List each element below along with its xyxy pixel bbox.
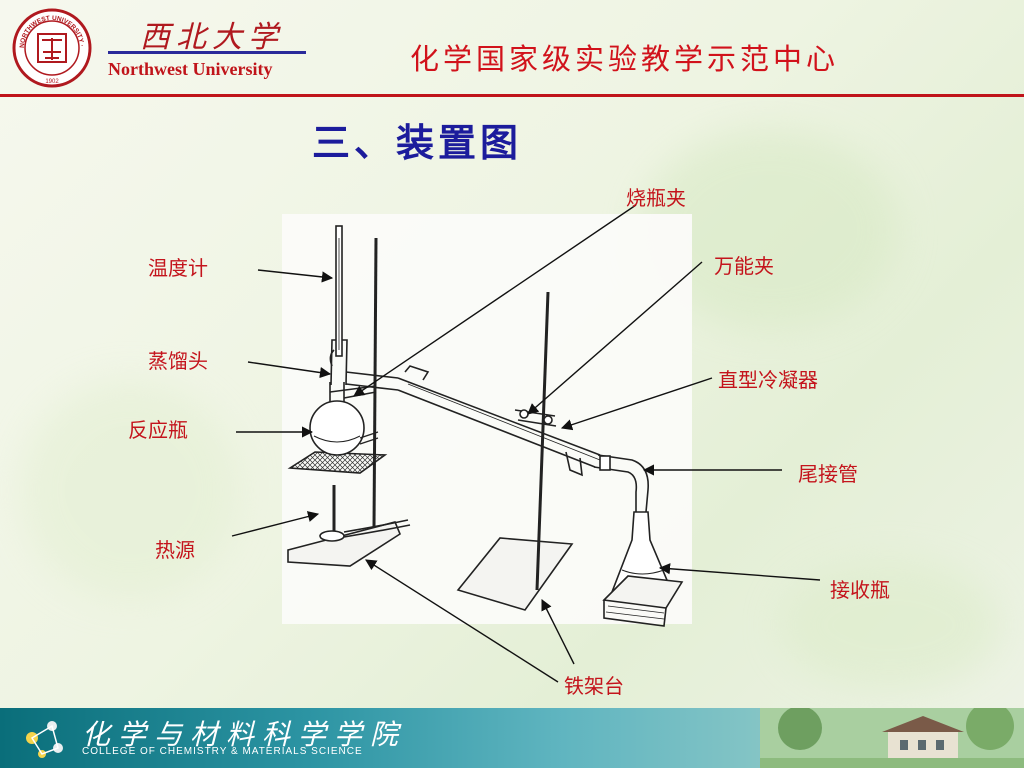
section-title: 三、装置图 — [312, 121, 523, 165]
label-heat-source: 热源 — [155, 538, 195, 562]
pointer-distilling-head — [247, 361, 332, 379]
reaction-flask — [309, 382, 365, 456]
name-underline — [108, 51, 306, 54]
university-name-cn: 西北大学 — [140, 20, 284, 55]
middle-stand-rod — [535, 291, 550, 591]
university-seal-icon: NORTHWEST UNIVERSITY · XIAN · CHINA 1902 — [12, 8, 92, 88]
left-stand-base — [287, 521, 401, 567]
straight-condenser — [397, 365, 601, 477]
campus-building-image — [760, 708, 1024, 768]
pointer-iron-stand-middle — [541, 598, 575, 665]
footer-banner: 化学与材料科学学院 COLLEGE OF CHEMISTRY & MATERIA… — [0, 708, 1024, 768]
label-iron-stand: 铁架台 — [564, 674, 624, 698]
background-blob — [20, 380, 240, 600]
label-adapter: 尾接管 — [798, 462, 858, 486]
burner — [319, 485, 411, 542]
label-thermometer: 温度计 — [148, 256, 208, 280]
college-name-cn: 化学与材料科学学院 — [82, 718, 407, 751]
thermometer — [335, 225, 343, 357]
university-name-en: Northwest University — [108, 59, 273, 79]
college-name-en: COLLEGE OF CHEMISTRY & MATERIALS SCIENCE — [82, 746, 363, 757]
label-universal-clamp: 万能夹 — [714, 254, 774, 278]
universal-clamp — [514, 409, 557, 427]
pointer-iron-stand-left — [365, 559, 559, 683]
header-divider — [0, 94, 1024, 97]
background-blob — [780, 560, 1000, 690]
pointer-receiving-flask — [658, 563, 821, 581]
college-logo-icon — [26, 721, 63, 758]
label-distilling-head: 蒸馏头 — [148, 349, 208, 373]
adapter — [593, 454, 649, 513]
pointer-thermometer — [257, 269, 334, 283]
label-reaction-flask: 反应瓶 — [128, 418, 188, 442]
label-straight-condenser: 直型冷凝器 — [718, 368, 818, 392]
pointer-flask-clamp — [353, 204, 637, 397]
label-flask-clamp: 烧瓶夹 — [626, 186, 686, 210]
pointer-condenser — [560, 377, 713, 431]
label-receiving-flask: 接收瓶 — [830, 578, 890, 602]
pointer-heat-source — [231, 511, 320, 537]
flask-clamp-part — [329, 385, 377, 399]
seal-year: 1902 — [45, 79, 59, 85]
flask-clamp-part — [359, 431, 379, 445]
header: NORTHWEST UNIVERSITY · XIAN · CHINA 1902… — [0, 0, 1024, 97]
wooden-block — [602, 575, 684, 627]
center-title: 化学国家级实验教学示范中心 — [410, 42, 840, 76]
wire-gauze — [287, 451, 388, 474]
pointer-universal-clamp — [527, 261, 703, 415]
middle-stand-base — [456, 537, 574, 611]
